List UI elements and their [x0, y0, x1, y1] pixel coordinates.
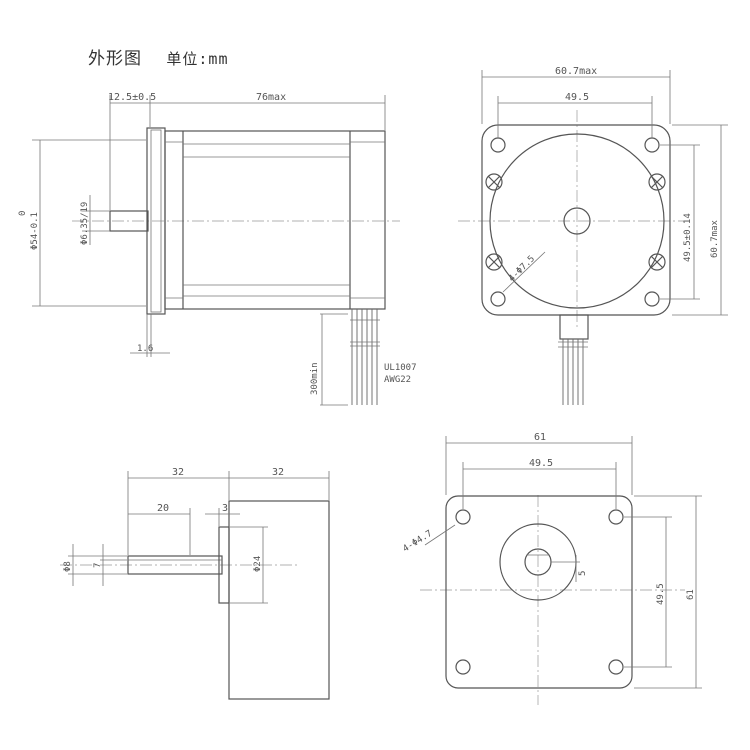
end-screw [485, 253, 503, 271]
mount-hole [644, 137, 660, 153]
motor-end-circle [489, 133, 665, 309]
end-screw [648, 173, 666, 191]
motor-end-square [481, 124, 671, 316]
gearbox-body [228, 500, 330, 700]
gearbox-mount-hole [608, 659, 624, 675]
lead-exit [559, 314, 589, 340]
motor-side-view: 12.5±0.5 76max Φ54-0.1 0 Φ6.35/19 1.6 [18, 92, 417, 406]
gearbox-face-square [445, 495, 633, 689]
mount-hole [644, 291, 660, 307]
dim-gear-boss-length: 3 [222, 503, 228, 514]
gearbox-side-view: 32 32 20 3 Φ8 7 Φ24 [60, 467, 330, 700]
wire-spec-ul: UL1007 [384, 363, 417, 373]
dim-gear-boss-dia: Φ24 [253, 556, 263, 572]
dim-shaft-dia: Φ6.35/19 [80, 202, 90, 245]
wire-spec-awg: AWG22 [384, 375, 411, 385]
motor-end-view: 60.7max 49.5 49.5±0.14 60.7max 4-Φ7.5 [458, 66, 728, 405]
motor-shaft [109, 210, 149, 232]
dim-end-hole-h: 49.5 [565, 92, 589, 103]
dim-gear-face-hole-v: 49.5 [656, 583, 666, 605]
dim-flange-height: Φ54-0.1 [30, 212, 40, 250]
gearbox-face-view: 61 49.5 49.5 61 4-Φ4.7 5 [401, 432, 702, 705]
dim-gear-right: 32 [272, 467, 284, 478]
mount-hole [490, 291, 506, 307]
dim-gear-shaft-dia: Φ8 [63, 561, 73, 572]
dim-end-width: 60.7max [555, 66, 597, 77]
title-label: 外形图 [88, 49, 142, 69]
motor-shaft-end [563, 207, 591, 235]
dim-gear-shaft-key: 7 [93, 563, 103, 568]
dim-flange-thickness: 1.6 [137, 344, 153, 354]
gearbox-mount-hole [608, 509, 624, 525]
unit-label: 单位:mm [166, 50, 229, 68]
dim-gear-face-offset: 5 [578, 571, 588, 576]
motor-leads [350, 309, 380, 405]
dim-lead-length: 300min [310, 362, 320, 395]
dim-end-height: 60.7max [710, 219, 720, 258]
motor-body [164, 130, 386, 310]
dim-body-length: 76max [256, 92, 286, 103]
gearbox-mount-hole [455, 659, 471, 675]
dim-gear-face-width: 61 [534, 432, 546, 443]
gearbox-shaft [127, 555, 223, 575]
motor-end-leads [558, 339, 588, 405]
dim-end-hole-v: 49.5±0.14 [683, 213, 693, 262]
dim-shaft-extension: 12.5±0.5 [108, 92, 156, 103]
gearbox-mount-hole [455, 509, 471, 525]
drawing-title: 外形图 单位:mm [88, 44, 247, 69]
end-screw [485, 173, 503, 191]
dim-gear-face-hole-dia: 4-Φ4.7 [401, 529, 434, 555]
end-screw [648, 253, 666, 271]
dim-gear-left: 32 [172, 467, 184, 478]
dim-gear-face-hole-h: 49.5 [529, 458, 553, 469]
dim-flange-height-tol: 0 [18, 211, 28, 216]
mount-hole [490, 137, 506, 153]
dim-gear-face-height: 61 [686, 589, 696, 600]
dim-gear-shaft-length: 20 [157, 503, 169, 514]
dim-end-hole-dia: 4-Φ7.5 [507, 254, 537, 284]
